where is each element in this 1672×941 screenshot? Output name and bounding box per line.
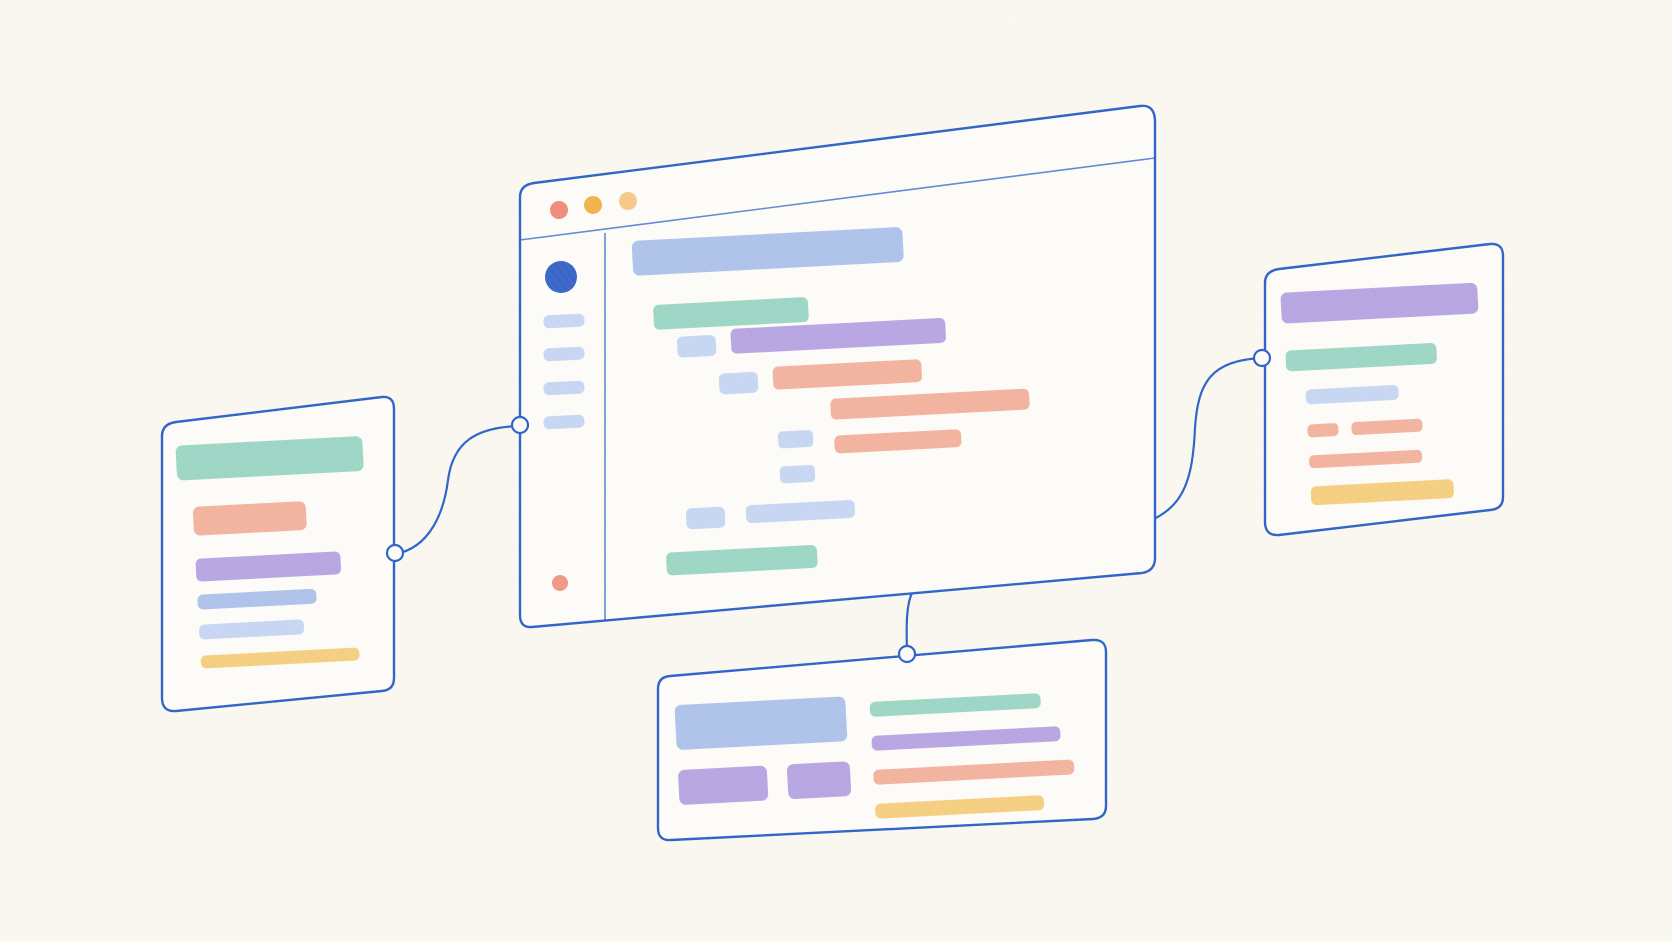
pencil-hatch-overlay bbox=[0, 0, 1672, 941]
ui-flow-diagram bbox=[0, 0, 1672, 941]
diagram-stage bbox=[0, 0, 1672, 941]
hatch-overlay bbox=[0, 0, 1672, 941]
